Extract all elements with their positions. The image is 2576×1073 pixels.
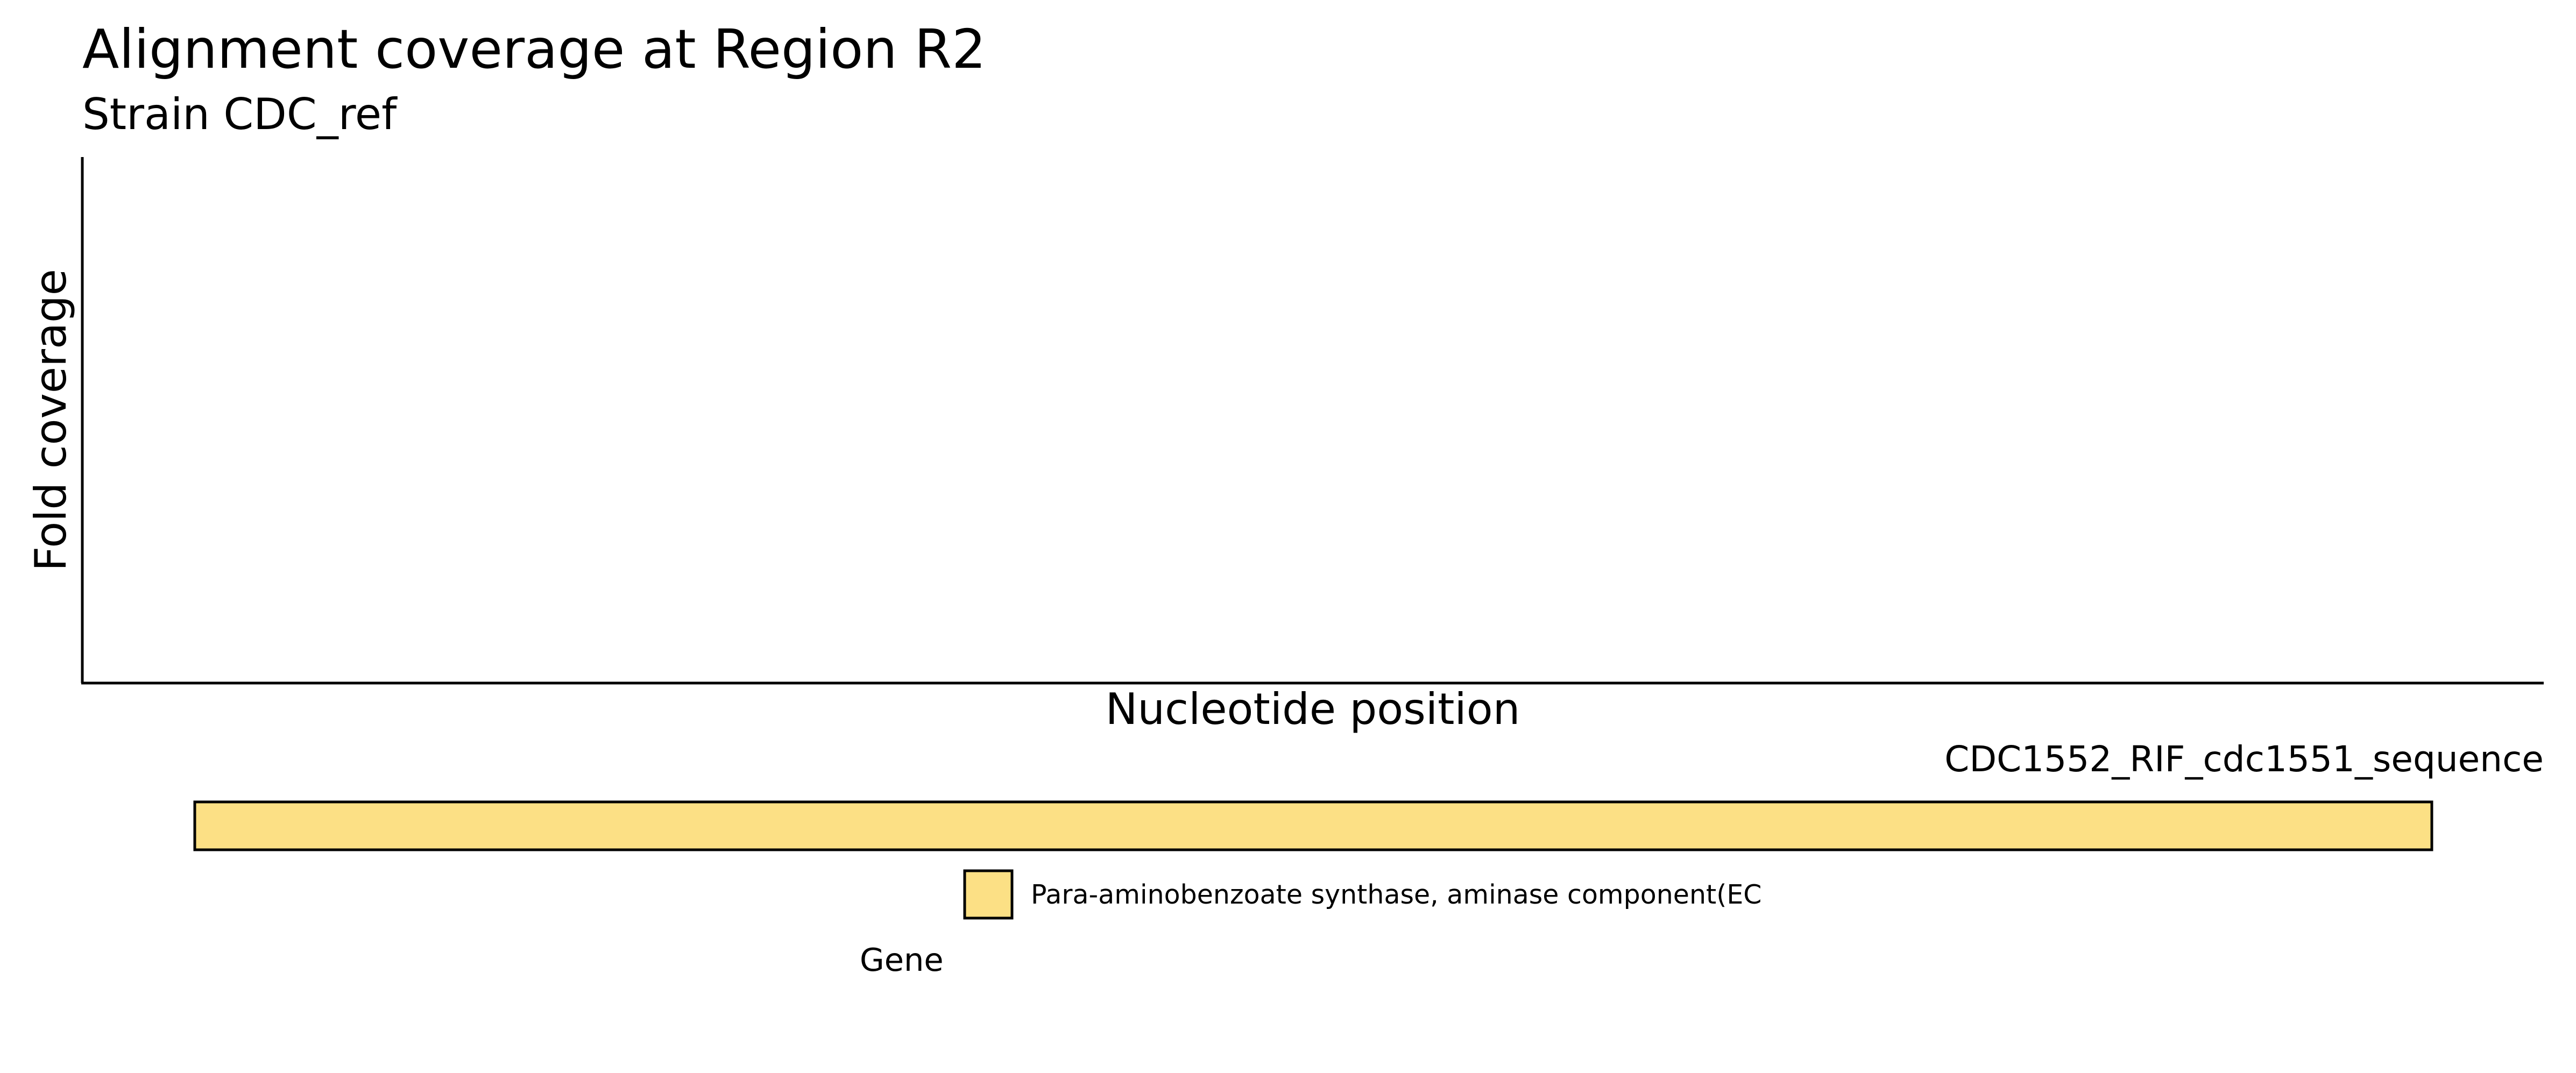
x-axis-label: Nucleotide position [1106,684,1520,734]
chart-subtitle: Strain CDC_ref [82,89,398,139]
gene-legend: Para-aminobenzoate synthase, aminase com… [860,869,1762,978]
y-axis-label: Fold coverage [26,269,76,571]
legend-swatch [963,869,1014,920]
sequence-label: CDC1552_RIF_cdc1551_sequence [1944,738,2544,780]
legend-entry-label: Para-aminobenzoate synthase, aminase com… [1031,879,1762,910]
gene-feature [193,800,2433,851]
coverage-panel [81,157,2544,685]
chart-title: Alignment coverage at Region R2 [82,18,986,81]
sequence-track: CDC1552_RIF_cdc1551_sequence [193,738,2544,851]
legend-title: Gene [860,941,944,978]
